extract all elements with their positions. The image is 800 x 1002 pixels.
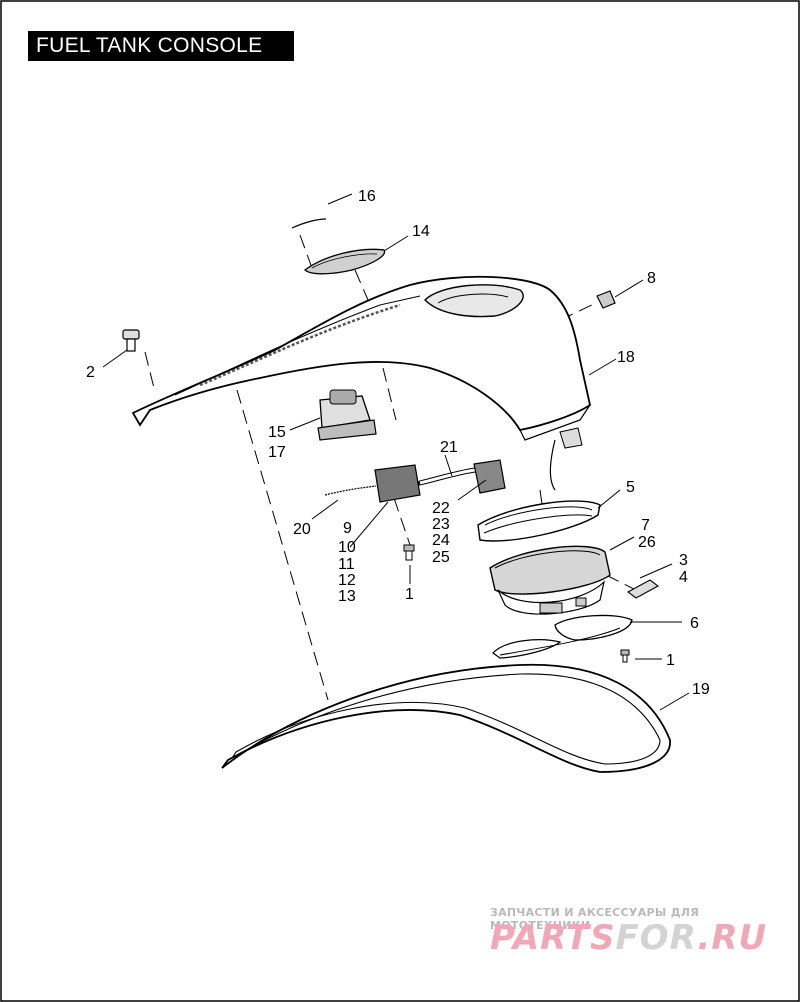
callout-16: 16 [358, 188, 376, 205]
bezel-part-14 [303, 248, 386, 275]
callout-15: 15 [268, 424, 286, 441]
callout-26: 26 [638, 534, 656, 551]
callout-11: 11 [338, 556, 355, 573]
callout-6: 6 [690, 615, 699, 632]
clip-part-16 [291, 218, 327, 229]
callout-21: 21 [440, 439, 458, 456]
callout-22: 22 [432, 500, 450, 517]
switch-part-15 [317, 389, 377, 441]
watermark-tagline: ЗАПЧАСТИ И АКСЕССУАРЫ ДЛЯ МОТОТЕХНИКИ [490, 906, 700, 932]
callout-18: 18 [617, 349, 635, 366]
callout-24: 24 [432, 532, 450, 549]
gasket-part-6 [492, 614, 633, 659]
watermark-logo-part3: .RU [697, 918, 768, 958]
plug-part-8 [596, 290, 616, 309]
callout-3: 3 [679, 552, 688, 569]
callout-5: 5 [626, 479, 635, 496]
callout-20: 20 [293, 521, 311, 538]
console-body-part-18 [131, 275, 592, 491]
gauge-part-7 [489, 545, 611, 615]
gauge-ring-part-5 [477, 500, 601, 542]
callout-23: 23 [432, 516, 450, 533]
callout-8: 8 [647, 270, 656, 287]
callout-2: 2 [86, 364, 95, 381]
callout-10: 10 [338, 539, 356, 556]
screw-part-1-upper [403, 544, 415, 561]
watermark-logo-part1: PARTS [490, 918, 616, 958]
callout-14: 14 [412, 223, 430, 240]
screw-part-2 [122, 329, 140, 352]
callout-19: 19 [692, 681, 710, 698]
page-title: FUEL TANK CONSOLE [28, 31, 294, 61]
callout-9: 9 [343, 520, 352, 537]
callout-25: 25 [432, 549, 450, 566]
watermark-logo-part2: FOR [615, 918, 698, 958]
watermark-logo: PARTSFOR.RU [490, 918, 767, 958]
callout-1-upper: 1 [405, 586, 414, 603]
callout-17: 17 [268, 444, 286, 461]
callout-12: 12 [338, 572, 356, 589]
wiring-harness-part-21 [324, 459, 506, 503]
leader-lines [102, 193, 690, 711]
callout-7: 7 [641, 517, 650, 534]
callout-13: 13 [338, 588, 356, 605]
trim-part-19 [221, 663, 671, 773]
callout-1-lower: 1 [666, 652, 675, 669]
screw-part-1-lower [620, 649, 630, 663]
callout-4: 4 [679, 569, 688, 586]
clip-part-3 [626, 579, 660, 599]
